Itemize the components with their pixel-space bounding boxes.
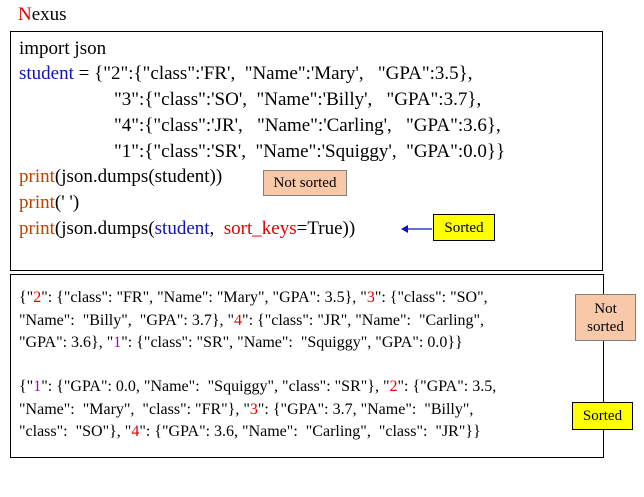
sort-keys-param: sort_keys [223,218,297,239]
sorted-output-callout: Sorted [572,402,633,430]
output-unsorted-line-3: "GPA": 3.6}, "1": {"class": "SR", "Name"… [19,333,463,353]
code-line-print-unsorted: print(json.dumps(student)) [19,166,222,188]
not-sorted-callout: Not sorted [263,170,347,196]
not-sorted-output-callout: Not sorted [575,294,636,341]
output-text: ": {"class": "FR", "Name": "Mary", "GPA"… [41,289,367,306]
output-text: ": {"GPA": 0.0, "Name": "Squiggy", "clas… [41,378,390,395]
print-args-comma: , [209,218,224,239]
code-line-print-blank: print(' ') [19,192,79,214]
print-keyword: print [19,166,55,187]
arrow-left-icon [401,225,432,233]
title-first-letter: N [18,4,32,25]
output-text: ": {"class": "SO", [374,289,488,306]
output-text: {" [19,289,34,306]
print-args-open: (json.dumps( [54,218,155,239]
output-sorted-line-3: "class": "SO"}, "4": {"GPA": 3.6, "Name"… [19,422,481,442]
output-text: ": {"GPA": 3.6, "Name": "Carling", "clas… [139,423,481,440]
print-args: (json.dumps(student)) [54,166,223,187]
student-variable: student [19,63,74,84]
code-line-print-sorted: print(json.dumps(student, sort_keys=True… [19,218,355,240]
output-text: "class": "SO"}, " [19,423,132,440]
print-keyword: print [19,192,55,213]
callout-line: sorted [587,319,624,335]
print-args-close: =True)) [296,218,356,239]
output-unsorted-line-2: "Name": "Billy", "GPA": 3.7}, "4": {"cla… [19,311,484,331]
code-line-student-def: student = {"2":{"class":'FR', "Name":'Ma… [19,63,473,85]
code-panel [10,31,603,271]
output-unsorted-line-1: {"2": {"class": "FR", "Name": "Mary", "G… [19,288,488,308]
key-highlight: 2 [389,378,398,395]
callout-line: Not [594,301,617,317]
output-text: ": {"GPA": 3.7, "Name": "Billy", [257,401,474,418]
output-sorted-line-1: {"1": {"GPA": 0.0, "Name": "Squiggy", "c… [19,377,496,397]
key-highlight: 1 [113,334,122,351]
output-text: ": {"GPA": 3.5, [397,378,497,395]
code-line-student-1: "1":{"class":'SR', "Name":'Squiggy', "GP… [114,141,506,162]
output-sorted-line-2: "Name": "Mary", "class": "FR"}, "3": {"G… [19,400,473,420]
output-text: {" [19,378,34,395]
sorted-callout: Sorted [433,214,495,241]
output-panel [10,274,604,458]
page-title: Nexus [18,4,67,26]
code-line-student-3: "3":{"class":'SO', "Name":'Billy', "GPA"… [114,89,482,110]
output-text: "GPA": 3.6}, " [19,334,114,351]
code-line-import: import json [19,38,107,59]
output-text: "Name": "Billy", "GPA": 3.7}, " [19,312,235,329]
key-highlight: 1 [33,378,42,395]
key-highlight: 2 [33,289,42,306]
print-args: (' ') [54,192,80,213]
student-def-rest: = {"2":{"class":'FR', "Name":'Mary', "GP… [73,63,473,84]
key-highlight: 4 [131,423,140,440]
output-text: "Name": "Mary", "class": "FR"}, " [19,401,250,418]
output-text: ": {"class": "SR", "Name": "Squiggy", "G… [121,334,463,351]
title-rest: exus [31,4,67,25]
output-text: ": {"class": "JR", "Name": "Carling", [242,312,485,329]
code-line-student-4: "4":{"class":'JR', "Name":'Carling', "GP… [114,115,501,136]
student-variable: student [154,218,210,239]
key-highlight: 4 [234,312,243,329]
print-keyword: print [19,218,55,239]
key-highlight: 3 [249,401,258,418]
key-highlight: 3 [366,289,375,306]
